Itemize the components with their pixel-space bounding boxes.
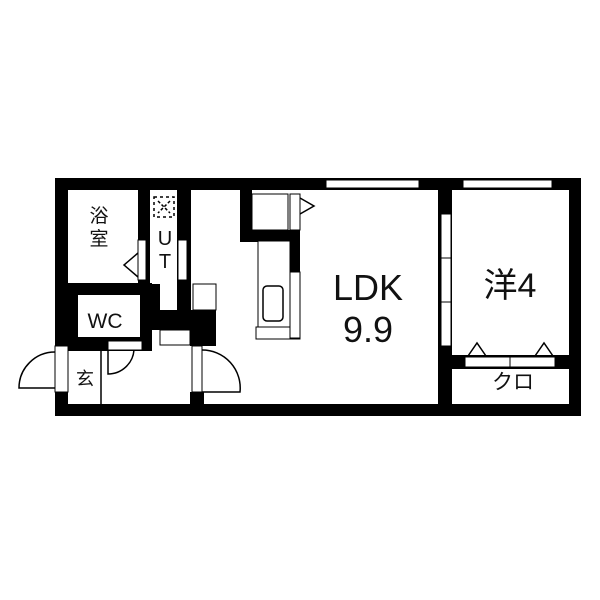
sink-icon [262, 285, 284, 322]
room-area-ldk: 9.9 [342, 309, 394, 350]
kitchen-walls [240, 190, 300, 272]
entrance-door-swing [18, 351, 56, 389]
room-label-bath: 浴室 [89, 206, 109, 250]
closet-arrow-icon [534, 341, 554, 357]
entrance [18, 345, 102, 404]
room-label-western: 洋4 [483, 267, 537, 305]
closet-arrow-icon [467, 341, 487, 357]
hall-walls [190, 330, 216, 406]
washing-machine-cross-icon [157, 200, 171, 214]
hall-shelf [159, 329, 191, 346]
ldk-door-swing [201, 349, 241, 393]
kitchen-panel [289, 271, 301, 339]
closet-doors [464, 356, 556, 368]
utility-door [177, 239, 188, 281]
ldk-door [191, 345, 203, 393]
room-label-entrance: 玄 [76, 369, 94, 389]
toilet-door [107, 340, 143, 351]
top-windows [325, 179, 553, 189]
bath-door-arrow-icon [122, 252, 139, 278]
bath-door [137, 239, 147, 281]
toilet-door-swing [107, 349, 135, 375]
room-label-closet: クロ [492, 371, 534, 394]
washing-machine-icon [153, 196, 175, 218]
outer-walls [55, 178, 581, 416]
kitchen-door-arrow-icon [299, 197, 316, 215]
sliding-doors [440, 213, 452, 347]
kitchen-door [289, 193, 301, 231]
room-label-toilet: WC [87, 310, 123, 333]
room-label-ldk: LDK [332, 267, 404, 308]
refrigerator-space [251, 193, 289, 231]
storage-shelf [192, 283, 217, 311]
